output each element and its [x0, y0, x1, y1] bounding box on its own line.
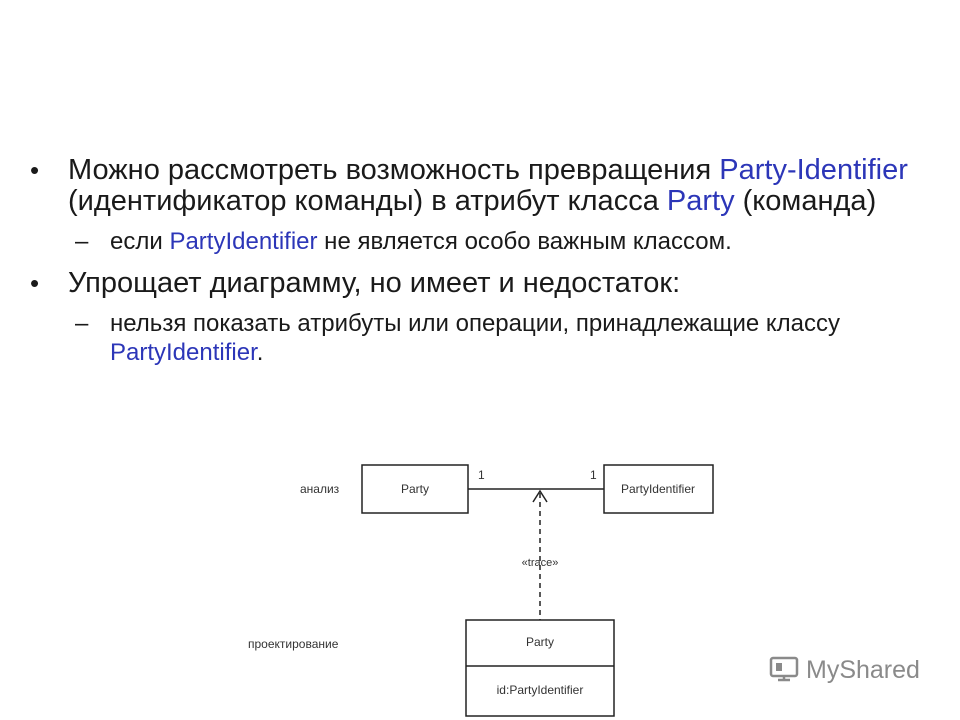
bullet-dot: • [30, 155, 40, 185]
sub-1-highlight: PartyIdentifier [169, 228, 318, 255]
design-label: проектирование [248, 637, 339, 651]
sub-bullet-dash: – [75, 310, 89, 337]
multiplicity-right: 1 [590, 468, 597, 482]
bullet-1-text-cont: (идентификатор команды) в атрибут класса [68, 185, 667, 217]
multiplicity-left: 1 [478, 468, 485, 482]
bullet-1-sub-1: – если PartyIdentifier не является особо… [30, 227, 920, 256]
party-class-name: Party [401, 482, 429, 496]
projector-icon [769, 656, 799, 682]
watermark-text: MyShared [806, 656, 920, 684]
design-class-attribute: id:PartyIdentifier [497, 683, 584, 697]
bullet-1-text: Можно рассмотреть возможность превращени… [68, 154, 720, 186]
trace-stereotype: «trace» [522, 557, 559, 569]
bullet-1-highlight-party: Party [666, 185, 735, 217]
sub-2-text: нельзя показать атрибуты или операции, п… [110, 310, 841, 337]
analysis-label: анализ [300, 482, 340, 496]
party-identifier-class-name: PartyIdentifier [621, 482, 695, 496]
bullet-1-highlight-party-identifier: Party-Identifier [719, 154, 908, 186]
design-party-class-box [465, 619, 615, 717]
bullet-dot: • [30, 268, 40, 298]
sub-1-text-end: не является особо важным классом. [317, 228, 732, 255]
sub-1-text: если [110, 228, 170, 255]
trace-arrowhead [532, 489, 548, 503]
bullet-list: • Можно рассмотреть возможность превраще… [30, 155, 920, 379]
sub-bullet-dash: – [75, 228, 89, 255]
sub-2-text-end: . [256, 339, 264, 366]
bullet-1: • Можно рассмотреть возможность превраще… [30, 155, 920, 217]
bullet-2-text: Упрощает диаграмму, но имеет и недостато… [68, 267, 681, 299]
sub-2-highlight: PartyIdentifier [110, 339, 257, 366]
bullet-2-sub-1: – нельзя показать атрибуты или операции,… [30, 309, 920, 367]
bullet-1-text-end: (команда) [734, 185, 877, 217]
design-class-name: Party [526, 635, 554, 649]
bullet-2: • Упрощает диаграмму, но имеет и недоста… [30, 268, 920, 299]
